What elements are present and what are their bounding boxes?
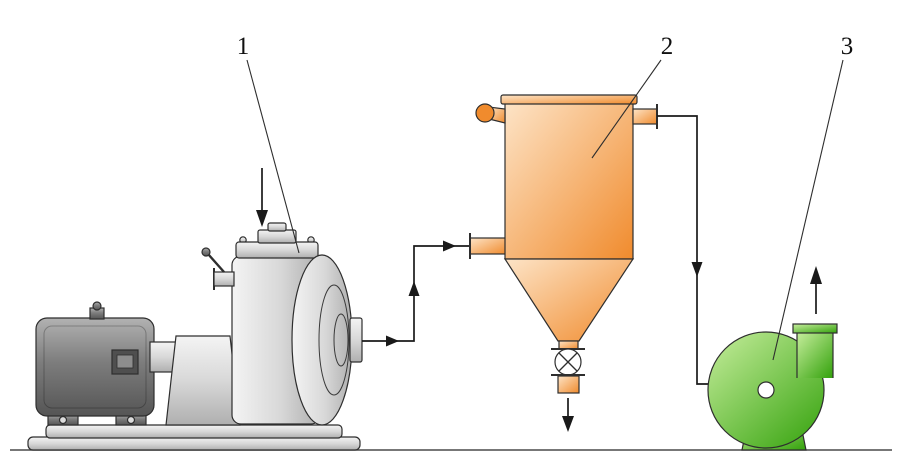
motor-eyebolt-icon xyxy=(92,301,102,311)
leader-line-1 xyxy=(246,59,300,254)
cyclone-cone xyxy=(503,258,635,342)
motor-foot-bolt-right xyxy=(126,415,136,425)
fan-outlet-flange xyxy=(792,323,838,334)
pump-top-cap xyxy=(257,229,297,244)
callout-2: 2 xyxy=(591,33,674,159)
discharge-spigot xyxy=(557,375,580,394)
pump-casing-ring xyxy=(318,284,350,396)
callout-3: 3 xyxy=(772,33,854,361)
cyclone-inlet-stub xyxy=(469,237,507,255)
pump-pedestal xyxy=(165,335,241,426)
valve-cross-line xyxy=(558,352,578,372)
pump-top-flange xyxy=(235,241,319,259)
pump-casing-hub xyxy=(333,313,349,367)
blower-fan xyxy=(707,266,838,451)
base-plate-upper xyxy=(45,424,343,439)
pipe-pump-to-cyclone xyxy=(362,240,470,347)
down-arrow-icon xyxy=(562,416,574,432)
cone-neck xyxy=(558,340,579,350)
up-arrow-icon xyxy=(810,266,822,284)
right-arrow-icon xyxy=(443,240,456,252)
leader-line-2 xyxy=(591,59,662,159)
pump-unit xyxy=(27,222,363,451)
right-arrow-icon xyxy=(386,335,399,347)
valve-lever xyxy=(207,253,225,273)
fan-hub-icon xyxy=(757,381,775,399)
side-valve-body xyxy=(213,271,235,287)
motor-body-rib xyxy=(43,325,147,409)
callout-1: 1 xyxy=(237,33,300,254)
valve-lever-knob xyxy=(201,247,211,257)
cyclone-lid xyxy=(500,94,638,105)
motor-foot-bolt-left xyxy=(58,415,68,425)
callouts: 1 2 3 xyxy=(237,33,854,361)
pump-top-cap-handle xyxy=(267,222,287,232)
label-3: 3 xyxy=(841,33,854,60)
label-2: 2 xyxy=(661,33,674,60)
label-1: 1 xyxy=(237,33,250,60)
vent-cap-icon xyxy=(475,103,495,123)
motor-junction-box-cover xyxy=(116,354,134,369)
pump-casing-disk xyxy=(291,254,353,426)
cyclone-separator xyxy=(469,94,658,432)
down-arrow-icon xyxy=(256,210,268,227)
down-arrow-icon xyxy=(691,262,703,277)
up-arrow-icon xyxy=(408,281,420,296)
cyclone-outlet-stub xyxy=(632,108,658,125)
cyclone-body xyxy=(504,101,634,260)
base-plate-lower xyxy=(27,436,361,451)
pipe-run xyxy=(657,115,712,385)
feed-flow-indicator xyxy=(256,168,268,227)
pipe-cyclone-to-fan xyxy=(657,115,712,385)
leader-line-3 xyxy=(772,59,844,361)
fan-outlet-duct xyxy=(796,331,834,378)
pump-outlet-flange xyxy=(349,317,363,363)
